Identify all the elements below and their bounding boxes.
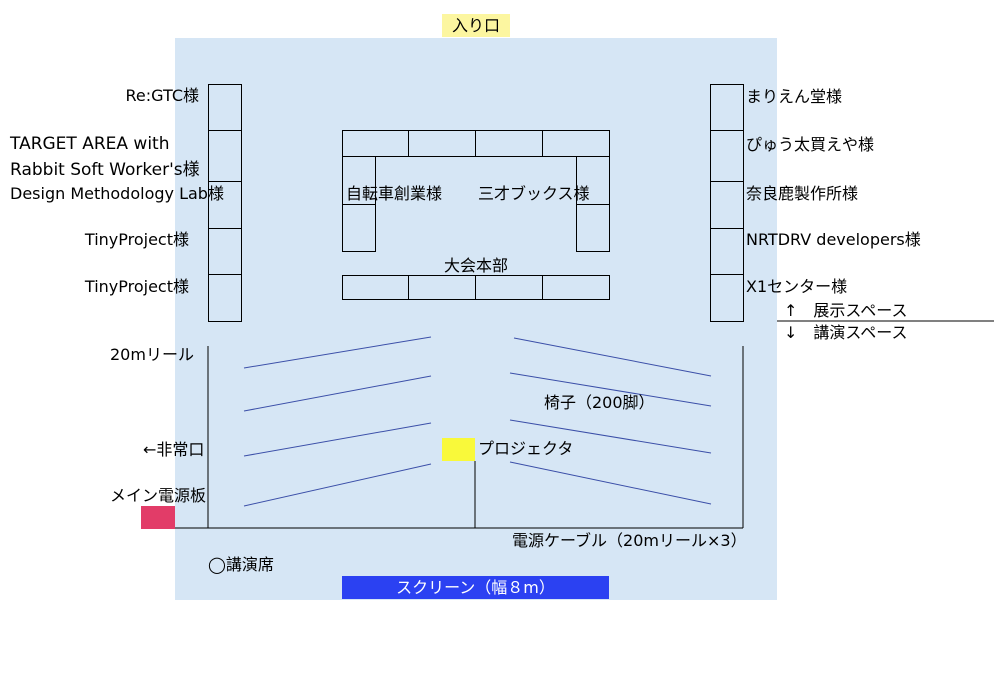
exhibitor-left-2: TARGET AREA with Rabbit Soft Worker's様 <box>10 134 200 180</box>
venue-floor <box>175 38 777 600</box>
chair-row <box>509 372 712 407</box>
chair-row <box>243 422 432 457</box>
chair-row <box>509 461 712 505</box>
center-left-booth-label: 自転車創業様 <box>346 184 443 203</box>
main-power-label: メイン電源板 <box>110 486 207 505</box>
exhibitor-left-1: Re:GTC様 <box>125 86 199 105</box>
hq-label: 大会本部 <box>444 256 509 275</box>
exhibitor-right-3: 奈良鹿製作所様 <box>746 184 859 203</box>
exhibitor-right-2: ぴゅう太買えや様 <box>746 135 875 154</box>
chairs-label: 椅子（200脚） <box>544 393 655 412</box>
booth-left-5 <box>208 274 242 322</box>
exhibitor-left-5: TinyProject様 <box>84 277 189 296</box>
power-cable-label: 電源ケーブル（20mリール×3） <box>512 531 747 550</box>
exhibitor-left-4: TinyProject様 <box>84 230 189 249</box>
reel-label: 20mリール <box>110 345 194 364</box>
exhibit-zone-label: ↑ 展示スペース <box>784 301 908 320</box>
projector <box>442 438 475 461</box>
center-right-lower <box>576 204 610 252</box>
hq-booth-4 <box>542 275 610 300</box>
chair-row <box>243 463 432 507</box>
projector-label: プロジェクタ <box>478 439 574 458</box>
chair-row <box>243 336 432 369</box>
center-right-booth-label: 三才ブックス様 <box>478 184 590 203</box>
screen: スクリーン（幅８m） <box>342 576 609 599</box>
chair-row <box>513 337 712 377</box>
exhibitor-left-3: Design Methodology Lab様 <box>10 184 224 203</box>
chair-row <box>243 375 432 412</box>
main-power-panel <box>141 506 175 529</box>
chair-row <box>509 419 712 454</box>
emergency-exit-label: ←非常口 <box>143 440 205 459</box>
entrance-label: 入り口 <box>442 14 510 37</box>
lecture-zone-label: ↓ 講演スペース <box>784 323 908 342</box>
exhibitor-right-5: X1センター様 <box>746 277 848 296</box>
center-left-lower <box>342 204 376 252</box>
booth-right-5 <box>710 274 744 322</box>
exhibitor-right-4: NRTDRV developers様 <box>746 230 921 249</box>
podium-label: ◯講演席 <box>208 555 274 574</box>
exhibitor-right-1: まりえん堂様 <box>746 87 843 106</box>
